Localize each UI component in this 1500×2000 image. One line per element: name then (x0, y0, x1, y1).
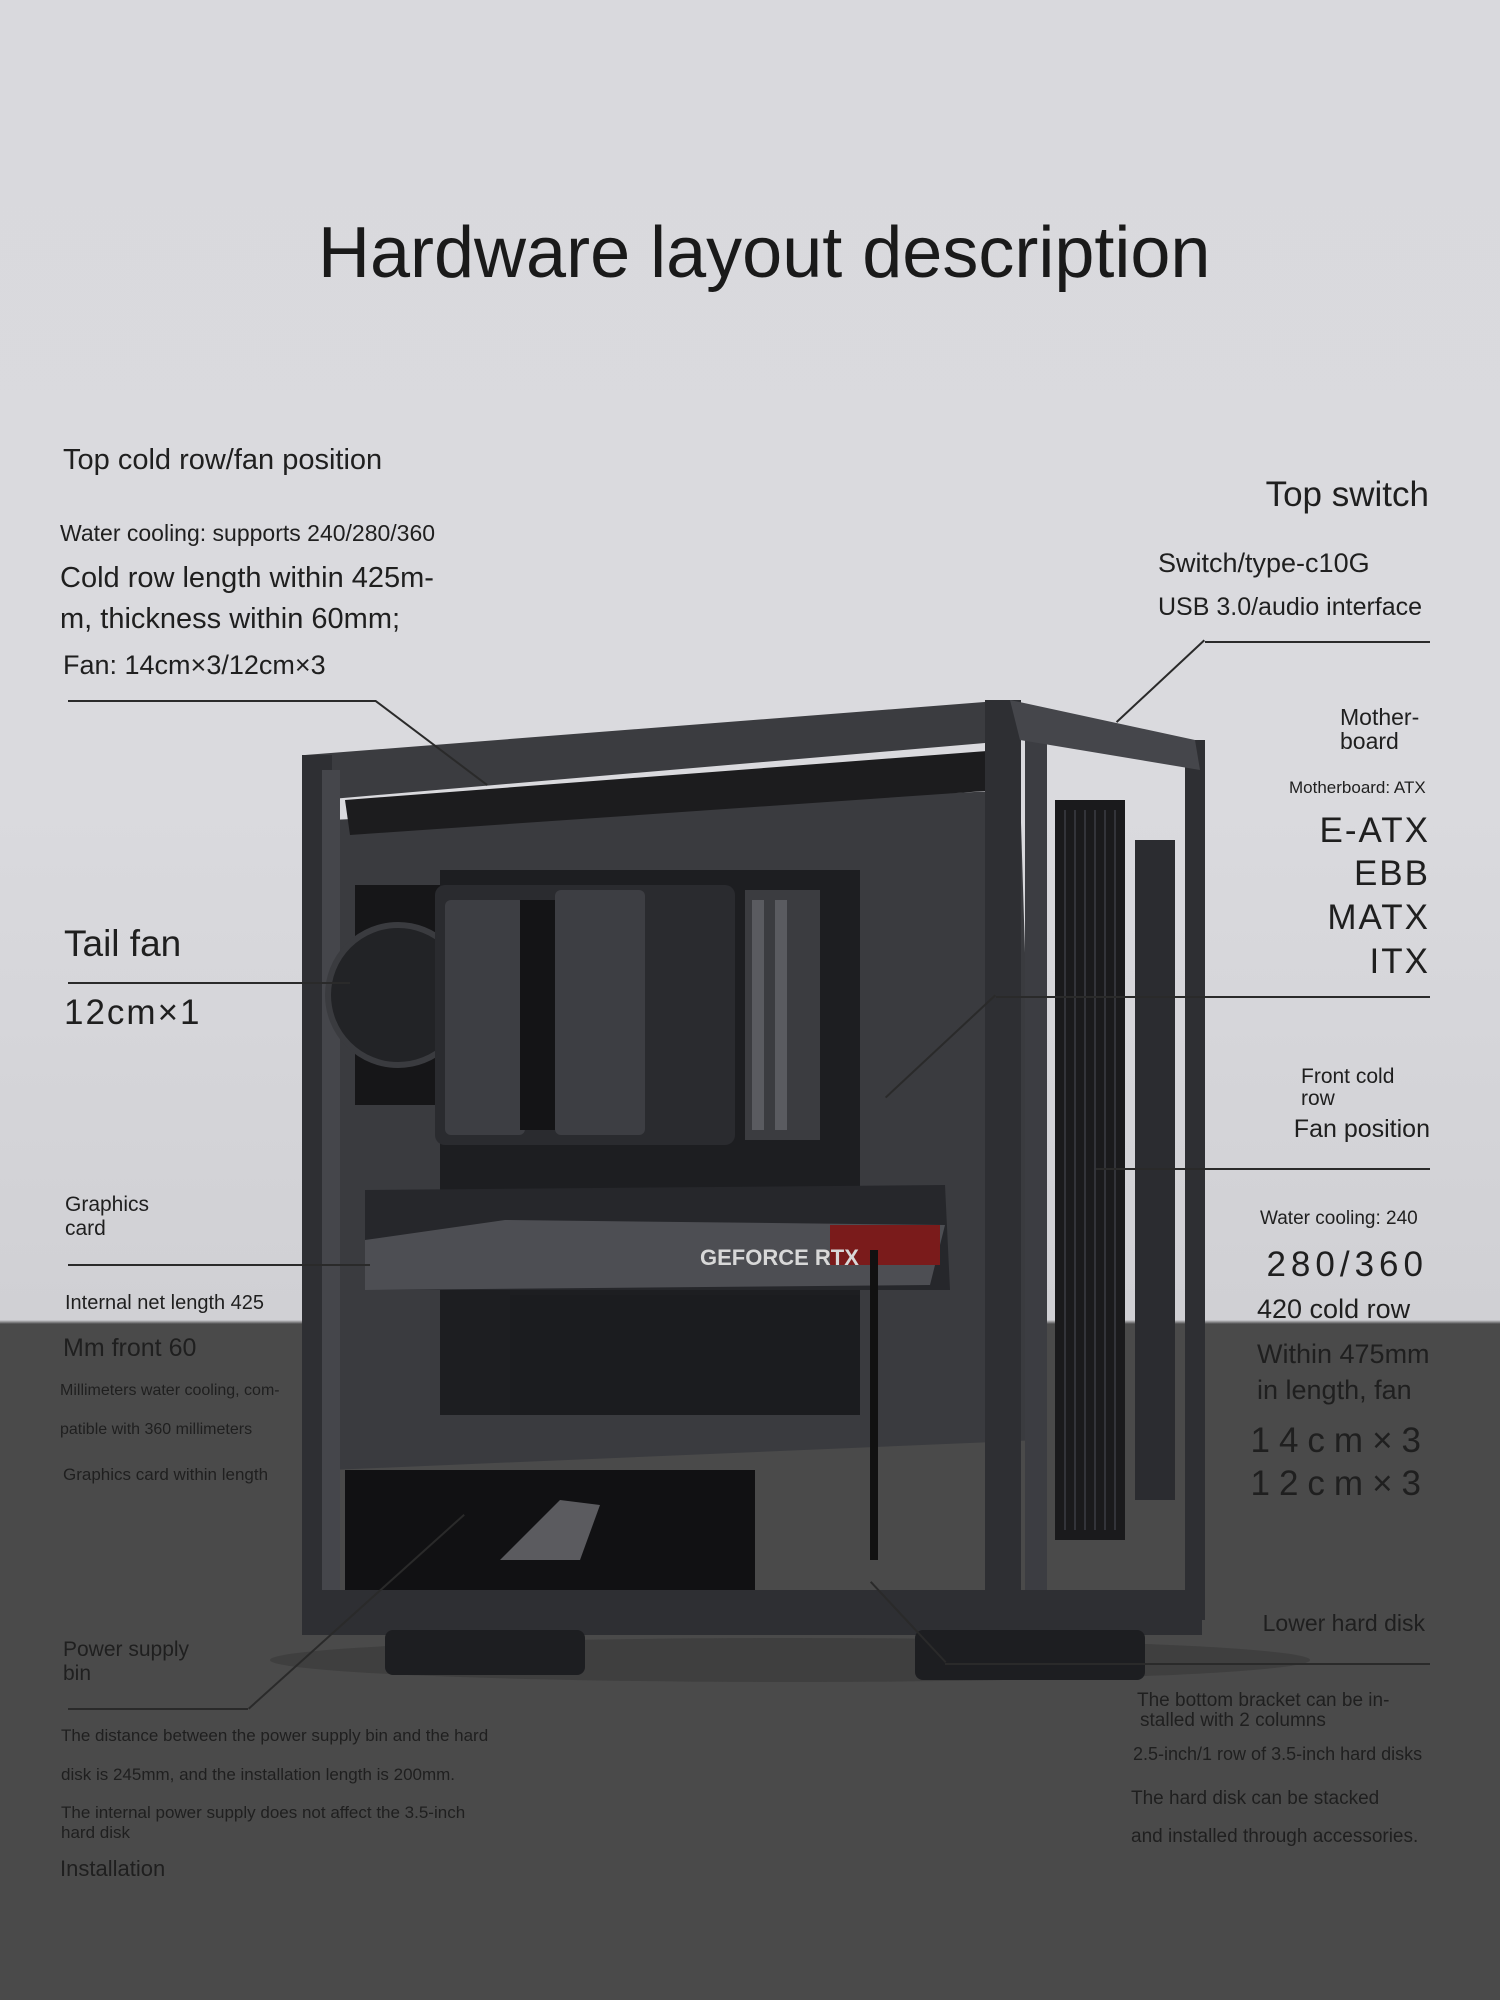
cooler-fin-right (555, 890, 645, 1135)
radiator-fins (1064, 810, 1116, 1530)
gpu-backplate-accent (830, 1225, 940, 1265)
foot-right (915, 1630, 1145, 1680)
motherboard-heading-1: Mother- (1340, 704, 1420, 730)
page-title: Hardware layout description (318, 213, 1211, 293)
psu-bin-line1: The distance between the power supply bi… (61, 1726, 489, 1745)
front-radiator-line7: 12cm×3 (1250, 1464, 1430, 1503)
right-top-frame (1010, 700, 1200, 770)
motherboard-size-matx: MATX (1327, 898, 1430, 937)
lower-disk-line1: The bottom bracket can be in- (1137, 1690, 1390, 1711)
top-radiator-leader (68, 700, 376, 702)
front-radiator-heading-2: row (1301, 1087, 1335, 1110)
motherboard-leader (996, 996, 1430, 998)
front-fan-rail (1135, 840, 1175, 1500)
graphics-card-heading-2: card (65, 1217, 106, 1240)
front-radiator-heading-3: Fan position (1293, 1115, 1430, 1143)
psu-bin-heading-2: bin (63, 1662, 92, 1685)
front-radiator-line3: 420 cold row (1257, 1294, 1411, 1324)
motherboard-size-itx: ITX (1369, 942, 1430, 981)
top-switch-heading: Top switch (1265, 475, 1429, 514)
tail-fan-line1: 12cm×1 (64, 993, 202, 1032)
graphics-card-line5: Graphics card within length (63, 1465, 269, 1484)
psu-bin-line3: The internal power supply does not affec… (61, 1803, 466, 1822)
cooler-fin-left (445, 900, 525, 1135)
ram-stick-1 (752, 900, 764, 1130)
front-radiator-heading-1: Front cold (1301, 1065, 1395, 1088)
graphics-card-line4: patible with 360 millimeters (60, 1421, 253, 1438)
cooler-mesh (520, 900, 555, 1130)
top-switch-leader (1205, 641, 1430, 643)
top-radiator-slot (345, 750, 1000, 835)
psu-bin-line2: disk is 245mm, and the installation leng… (61, 1765, 456, 1784)
psu-bin-heading-1: Power supply (63, 1638, 190, 1661)
motherboard-line1: Motherboard: ATX (1289, 778, 1426, 797)
pcie-area (510, 1295, 860, 1415)
graphics-card-line2: Mm front 60 (63, 1334, 197, 1362)
lower-disk-line3: 2.5-inch/1 row of 3.5-inch hard disks (1133, 1744, 1423, 1764)
front-radiator-line5: in length, fan (1257, 1375, 1412, 1405)
lower-disk-line4: The hard disk can be stacked (1131, 1788, 1380, 1809)
right-front-post (985, 700, 1021, 1640)
psu-logo (500, 1500, 600, 1560)
top-frame (305, 700, 1020, 800)
gpu-shroud (365, 1220, 945, 1290)
gpu-brand: GEFORCE RTX (700, 1245, 859, 1270)
graphics-card-line1: Internal net length 425 (65, 1292, 265, 1314)
psu-bin-line5: Installation (60, 1856, 166, 1881)
right-post-2 (1025, 740, 1047, 1620)
lower-disk-line5: and installed through accessories. (1131, 1826, 1419, 1847)
foot-left (385, 1630, 585, 1675)
front-radiator-line6: 14cm×3 (1250, 1421, 1430, 1460)
front-radiator (1055, 800, 1125, 1540)
tail-fan-leader (68, 982, 350, 984)
front-radiator-line4: Within 475mm (1257, 1339, 1430, 1369)
lower-disk-line2: stalled with 2 columns (1140, 1710, 1326, 1731)
right-post-3 (1185, 740, 1205, 1620)
ram-stick-2 (775, 900, 787, 1130)
top-switch-line1: Switch/type-c10G (1158, 548, 1370, 578)
motherboard-heading-2: board (1340, 728, 1399, 754)
motherboard-size-eatx: E-ATX (1319, 811, 1430, 850)
top-radiator-line1: Water cooling: supports 240/280/360 (60, 520, 436, 546)
top-switch-line2: USB 3.0/audio interface (1158, 593, 1423, 621)
top-radiator-line3: m, thickness within 60mm; (60, 603, 401, 635)
psu-bin-leader (68, 1708, 248, 1710)
tail-fan-heading: Tail fan (64, 923, 182, 964)
psu-bin-line4: hard disk (61, 1823, 130, 1842)
front-radiator-line1: Water cooling: 240 (1260, 1208, 1418, 1229)
motherboard-size-ebb: EBB (1353, 854, 1430, 893)
gpu-support-stand (870, 1250, 878, 1560)
top-radiator-line4: Fan: 14cm×3/12cm×3 (63, 650, 326, 680)
graphics-card-heading-1: Graphics (65, 1193, 150, 1216)
graphics-card-leader (68, 1264, 370, 1266)
left-rear-post (322, 770, 340, 1610)
bottom-frame (302, 1590, 1202, 1635)
top-radiator-line2: Cold row length within 425m- (60, 562, 434, 594)
graphics-card-line3: Millimeters water cooling, com- (60, 1382, 280, 1399)
lower-disk-heading: Lower hard disk (1262, 1610, 1425, 1636)
lower-disk-leader (945, 1663, 1430, 1665)
front-radiator-line2: 280/360 (1266, 1245, 1428, 1284)
front-radiator-leader (1096, 1168, 1430, 1170)
top-radiator-heading: Top cold row/fan position (63, 444, 383, 476)
